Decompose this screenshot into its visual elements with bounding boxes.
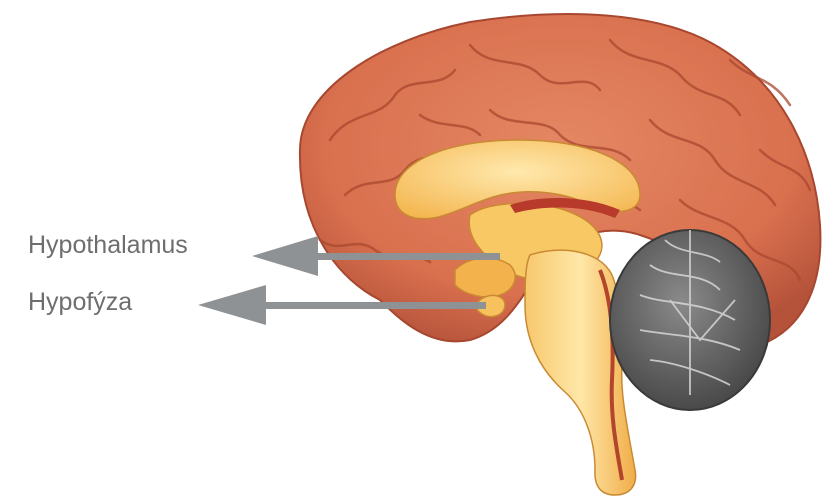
hypothalamus-label: Hypothalamus <box>28 233 188 258</box>
hypofyza-label: Hypofýza <box>28 290 132 315</box>
hypothalamus-region <box>455 258 515 297</box>
